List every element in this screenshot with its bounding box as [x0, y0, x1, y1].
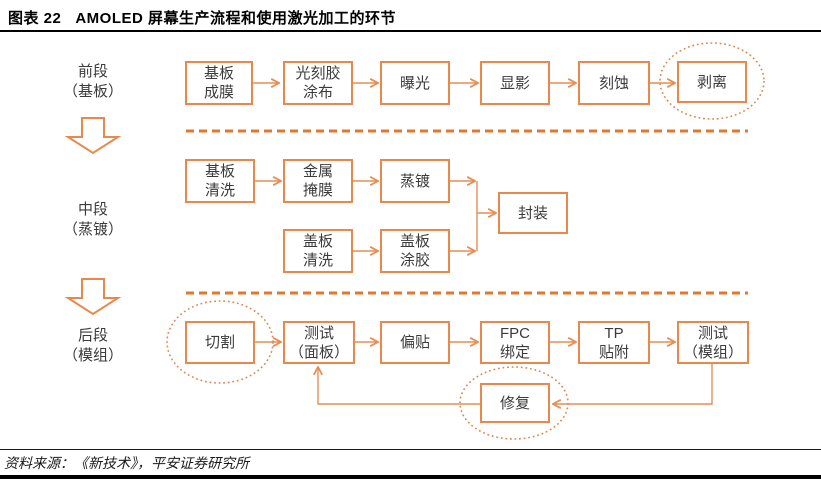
step-fpc-bonding: FPC 绑定	[480, 321, 550, 364]
step-development: 显影	[480, 61, 550, 105]
step-substrate-film: 基板 成膜	[185, 61, 253, 105]
step-encapsulation: 封装	[498, 192, 568, 234]
step-lamination: 偏贴	[380, 321, 450, 364]
footer-divider-thin	[0, 449, 821, 450]
stage-down-arrow-1	[64, 117, 122, 155]
step-cover-gluing: 盖板 涂胶	[380, 229, 450, 273]
source-note: 资料来源：《新技术》，平安证券研究所	[4, 457, 249, 472]
stage-label-front: 前段 （基板）	[62, 63, 123, 100]
step-substrate-cleaning: 基板 清洗	[185, 159, 255, 203]
step-panel-test: 测试 （面板）	[283, 321, 355, 364]
step-cutting: 切割	[185, 321, 255, 364]
stage-label-back: 后段 （模组）	[62, 327, 123, 364]
step-lift-off: 剥离	[677, 61, 747, 103]
step-metal-mask: 金属 掩膜	[283, 159, 353, 203]
stage-label-middle: 中段 （蒸镀）	[62, 201, 123, 238]
step-photoresist-coating: 光刻胶 涂布	[283, 61, 353, 105]
title-divider	[0, 30, 821, 32]
stage-down-arrow-2	[64, 278, 122, 316]
step-cover-cleaning: 盖板 清洗	[283, 229, 353, 273]
figure-title: 图表 22 AMOLED 屏幕生产流程和使用激光加工的环节	[8, 10, 397, 27]
step-tp-attach: TP 贴附	[578, 321, 650, 364]
step-evaporation: 蒸镀	[380, 159, 450, 203]
laser-highlight-ellipses	[166, 42, 765, 440]
step-etching: 刻蚀	[578, 61, 650, 105]
step-repair: 修复	[480, 383, 550, 423]
footer-divider-thick	[0, 475, 821, 479]
step-module-test: 测试 （模组）	[677, 321, 749, 364]
step-exposure: 曝光	[380, 61, 450, 105]
